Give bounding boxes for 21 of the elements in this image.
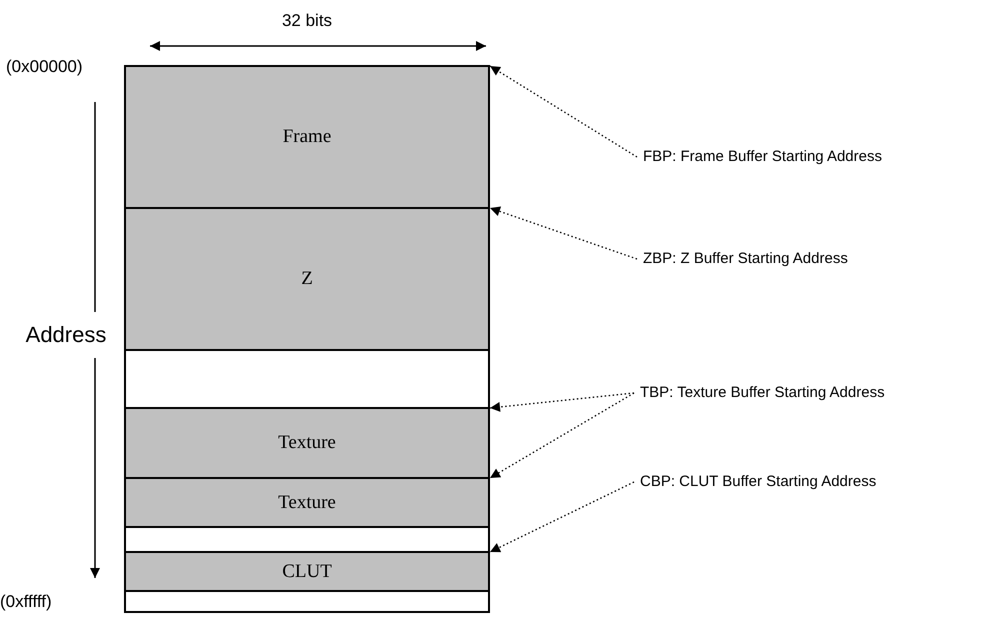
memory-region: Z	[124, 207, 490, 351]
memory-region: Frame	[124, 65, 490, 209]
leader-arrow	[490, 392, 634, 479]
address-label: (0xfffff)	[0, 590, 52, 612]
dimension-label: 32 bits	[282, 10, 332, 30]
memory-region: Texture	[124, 407, 490, 479]
leader-arrow	[490, 481, 634, 553]
callout-label: FBP: Frame Buffer Starting Address	[643, 148, 882, 166]
leader-arrow	[490, 392, 634, 412]
callout-label: TBP: Texture Buffer Starting Address	[640, 384, 885, 402]
axis-label: Address	[26, 322, 106, 348]
memory-region: CLUT	[124, 551, 490, 592]
leader-arrow	[490, 65, 638, 158]
leader-arrow	[490, 206, 638, 260]
empty-memory-region	[124, 590, 490, 613]
empty-memory-region	[124, 349, 490, 409]
address-label: (0x00000)	[6, 56, 83, 76]
callout-label: CBP: CLUT Buffer Starting Address	[640, 473, 876, 491]
callout-label: ZBP: Z Buffer Starting Address	[643, 250, 848, 268]
empty-memory-region	[124, 526, 490, 553]
memory-region: Texture	[124, 477, 490, 528]
